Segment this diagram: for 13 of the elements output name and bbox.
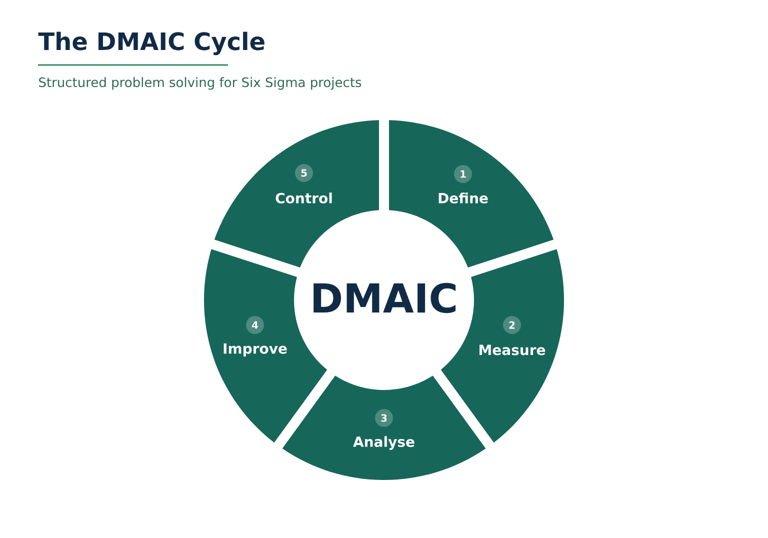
step-number: 3 xyxy=(375,409,393,427)
title: The DMAIC Cycle xyxy=(38,32,264,56)
center-label: DMAIC xyxy=(314,282,456,314)
step-number: 5 xyxy=(295,164,313,182)
segment-label: Define xyxy=(438,192,488,204)
segment-label: Improve xyxy=(224,343,287,357)
segment-label: Analyse xyxy=(353,436,414,450)
step-number: 1 xyxy=(454,165,472,183)
segment-label: Measure xyxy=(480,344,546,356)
step-number: 2 xyxy=(503,316,521,334)
subtitle: Structured problem solving for Six Sigma projects xyxy=(39,77,362,90)
segment-label: Control xyxy=(276,192,332,204)
step-number: 4 xyxy=(246,316,264,334)
